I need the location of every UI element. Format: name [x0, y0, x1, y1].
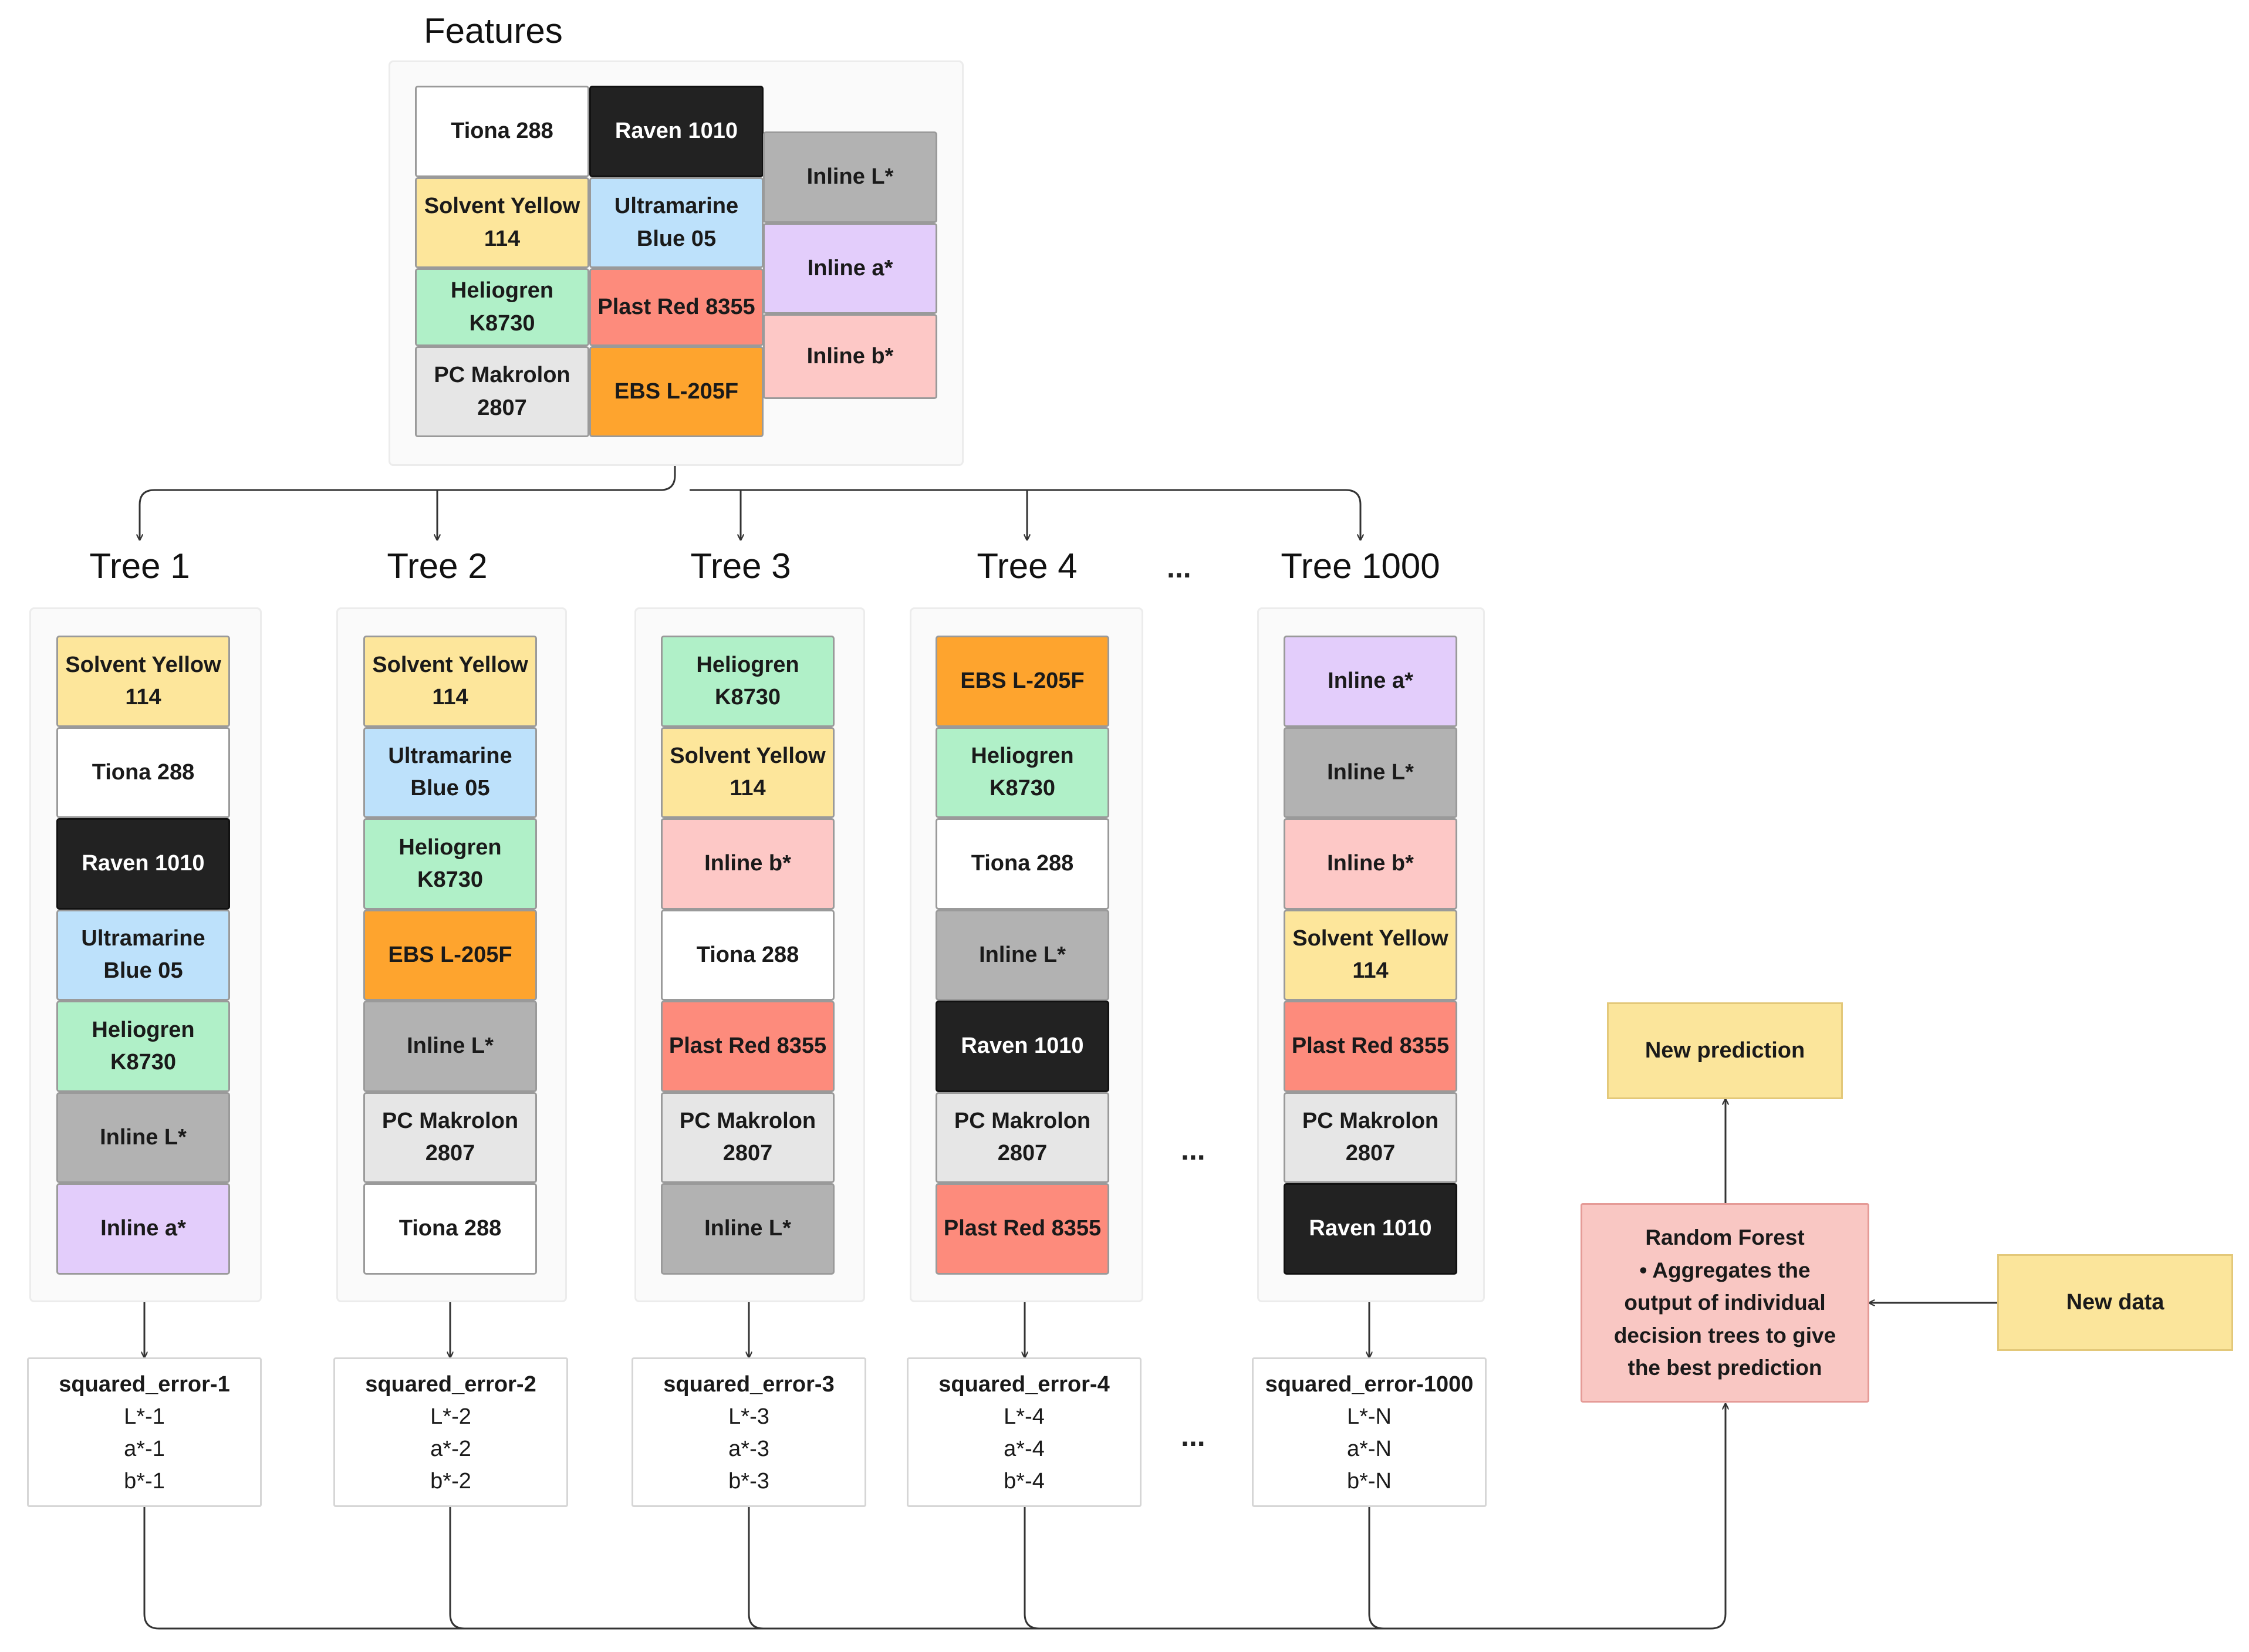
- feature-pc-makrolon-2807: PC Makrolon 2807: [415, 346, 589, 437]
- feature-ultramarine-blue-05: Ultramarine Blue 05: [363, 727, 537, 818]
- feature-pc-makrolon-2807: PC Makrolon 2807: [1284, 1092, 1457, 1183]
- feature-inline-b: Inline b*: [1284, 818, 1457, 910]
- feature-pc-makrolon-2807: PC Makrolon 2807: [661, 1092, 835, 1183]
- new-data-box: New data: [1997, 1254, 2233, 1351]
- error-component: a*-3: [728, 1437, 769, 1462]
- feature-ultramarine-blue-05: Ultramarine Blue 05: [589, 177, 764, 268]
- feature-plast-red-8355: Plast Red 8355: [589, 268, 764, 346]
- error-metric-name: squared_error-2: [365, 1372, 536, 1397]
- feature-inline-a: Inline a*: [1284, 636, 1457, 727]
- error-component: b*-N: [1346, 1469, 1392, 1494]
- tree-title: Tree 3: [690, 546, 791, 586]
- feature-inline-l: Inline L*: [56, 1092, 230, 1183]
- feature-raven-1010: Raven 1010: [1284, 1183, 1457, 1275]
- feature-ebs-l-205f: EBS L-205F: [936, 636, 1109, 727]
- feature-heliogren-k8730: Heliogren K8730: [415, 268, 589, 346]
- error-component: b*-1: [124, 1469, 165, 1494]
- error-metric-name: squared_error-1000: [1265, 1372, 1474, 1397]
- feature-heliogren-k8730: Heliogren K8730: [661, 636, 835, 727]
- feature-pc-makrolon-2807: PC Makrolon 2807: [363, 1092, 537, 1183]
- feature-solvent-yellow-114: Solvent Yellow 114: [661, 727, 835, 818]
- error-ellipsis: ...: [1181, 1420, 1205, 1452]
- feature-inline-a: Inline a*: [763, 223, 937, 314]
- error-metric-name: squared_error-1: [59, 1372, 230, 1397]
- feature-tiona-288: Tiona 288: [661, 909, 835, 1001]
- error-component: L*-2: [430, 1404, 471, 1430]
- feature-heliogren-k8730: Heliogren K8730: [936, 727, 1109, 818]
- feature-pc-makrolon-2807: PC Makrolon 2807: [936, 1092, 1109, 1183]
- feature-tiona-288: Tiona 288: [936, 818, 1109, 910]
- new-prediction-box: New prediction: [1607, 1002, 1843, 1099]
- feature-inline-b: Inline b*: [661, 818, 835, 910]
- tree-title: Tree 1: [89, 546, 190, 586]
- feature-solvent-yellow-114: Solvent Yellow 114: [363, 636, 537, 727]
- feature-inline-l: Inline L*: [763, 131, 937, 223]
- feature-ultramarine-blue-05: Ultramarine Blue 05: [56, 909, 230, 1001]
- feature-tiona-288: Tiona 288: [363, 1183, 537, 1275]
- feature-ebs-l-205f: EBS L-205F: [589, 346, 764, 437]
- feature-heliogren-k8730: Heliogren K8730: [363, 818, 537, 910]
- error-component: L*-N: [1346, 1404, 1392, 1430]
- feature-inline-l: Inline L*: [661, 1183, 835, 1275]
- error-component: L*-1: [124, 1404, 165, 1430]
- feature-inline-l: Inline L*: [1284, 727, 1457, 818]
- feature-inline-l: Inline L*: [363, 1001, 537, 1092]
- feature-raven-1010: Raven 1010: [56, 818, 230, 910]
- features-title: Features: [424, 11, 563, 50]
- error-component: a*-4: [1004, 1437, 1045, 1462]
- feature-solvent-yellow-114: Solvent Yellow 114: [1284, 909, 1457, 1001]
- random-forest-box: Random Forest Aggregates the output of i…: [1581, 1203, 1869, 1403]
- feature-solvent-yellow-114: Solvent Yellow 114: [415, 177, 589, 268]
- error-component: a*-2: [430, 1437, 471, 1462]
- tree-ellipsis-lower: ...: [1181, 1133, 1205, 1166]
- error-component: b*-4: [1004, 1469, 1045, 1494]
- feature-plast-red-8355: Plast Red 8355: [936, 1183, 1109, 1275]
- feature-tiona-288: Tiona 288: [56, 727, 230, 818]
- tree-title: Tree 4: [977, 546, 1078, 586]
- tree-ellipsis: ...: [1167, 551, 1191, 584]
- error-metric-name: squared_error-4: [938, 1372, 1110, 1397]
- error-metric-name: squared_error-3: [663, 1372, 835, 1397]
- feature-raven-1010: Raven 1010: [936, 1001, 1109, 1092]
- error-component: a*-1: [124, 1437, 165, 1462]
- feature-raven-1010: Raven 1010: [589, 86, 764, 177]
- feature-heliogren-k8730: Heliogren K8730: [56, 1001, 230, 1092]
- random-forest-bullet: Aggregates the output of individual deci…: [1582, 1254, 1868, 1384]
- tree-title: Tree 2: [387, 546, 488, 586]
- feature-solvent-yellow-114: Solvent Yellow 114: [56, 636, 230, 727]
- feature-ebs-l-205f: EBS L-205F: [363, 909, 537, 1001]
- error-component: b*-2: [430, 1469, 471, 1494]
- feature-inline-l: Inline L*: [936, 909, 1109, 1001]
- random-forest-title: Random Forest: [1645, 1225, 1805, 1249]
- error-component: L*-3: [728, 1404, 769, 1430]
- error-component: b*-3: [728, 1469, 769, 1494]
- feature-plast-red-8355: Plast Red 8355: [1284, 1001, 1457, 1092]
- feature-inline-b: Inline b*: [763, 314, 937, 399]
- tree-title: Tree 1000: [1281, 546, 1440, 586]
- error-component: L*-4: [1004, 1404, 1045, 1430]
- feature-inline-a: Inline a*: [56, 1183, 230, 1275]
- error-component: a*-N: [1346, 1437, 1392, 1462]
- feature-plast-red-8355: Plast Red 8355: [661, 1001, 835, 1092]
- feature-tiona-288: Tiona 288: [415, 86, 589, 177]
